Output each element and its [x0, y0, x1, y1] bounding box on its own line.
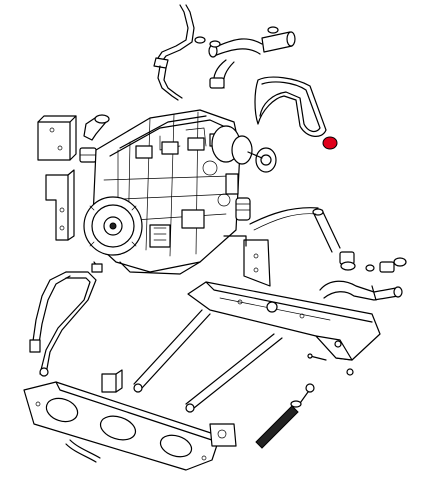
flywheel	[83, 196, 143, 256]
drain-hose	[65, 439, 101, 463]
bolts	[307, 340, 354, 376]
subframe-rails	[133, 309, 283, 413]
hose-fittings-right	[339, 251, 407, 273]
pipe-clamp	[194, 36, 221, 48]
upper-hose	[208, 26, 296, 89]
mounting-plate	[209, 423, 237, 447]
lower-coolant-pipe	[249, 207, 341, 253]
lower-cross-frame	[23, 381, 225, 471]
drive-belt	[254, 76, 327, 137]
coolant-connector	[235, 197, 251, 221]
shock-absorber	[255, 383, 315, 449]
turbocharger	[211, 125, 277, 195]
small-bracket	[101, 369, 123, 393]
intake-elbow	[83, 114, 110, 141]
engine-subframe	[187, 281, 381, 361]
coolant-return-pipe	[319, 280, 403, 301]
belt-tensioner-cap	[322, 136, 338, 150]
engine-mount-bracket-left	[37, 115, 77, 161]
upper-coolant-pipe	[153, 4, 195, 101]
fuel-line	[29, 271, 71, 353]
mount-rubber	[79, 147, 97, 163]
engine-support-bracket	[45, 169, 75, 241]
gearbox-mount-bracket	[223, 235, 271, 287]
oil-dipstick-tube	[39, 261, 103, 377]
